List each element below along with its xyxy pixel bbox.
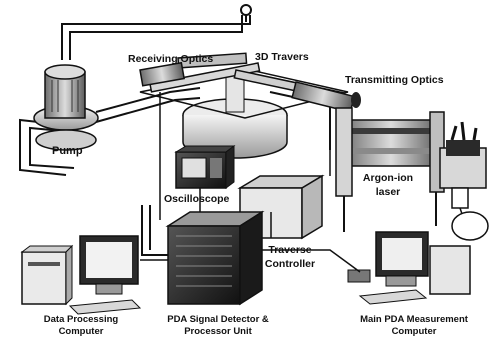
label-pump: Pump: [52, 146, 83, 157]
fiber-coupler-icon: [440, 122, 488, 240]
label-transmitting-optics: Transmitting Optics: [345, 75, 444, 86]
label-main-pda-line1: Main PDA Measurement: [344, 315, 484, 325]
label-oscilloscope: Oscilloscope: [164, 194, 229, 205]
label-pda-detector-line1: PDA Signal Detector &: [152, 315, 284, 325]
label-data-processing-line2: Computer: [22, 327, 140, 337]
pump-icon: [34, 65, 98, 150]
label-data-processing-computer: Data Processing Computer: [22, 315, 140, 336]
label-data-processing-line1: Data Processing: [22, 315, 140, 325]
label-argon-ion-laser-line2: laser: [340, 187, 436, 198]
label-argon-ion-laser: Argon-ion laser: [340, 173, 436, 197]
data-processing-computer-icon: [22, 236, 140, 314]
label-traverse-controller-line2: Controller: [254, 259, 326, 270]
label-main-pda-computer: Main PDA Measurement Computer: [344, 315, 484, 336]
label-3d-traverse: 3D Travers: [255, 52, 309, 63]
label-main-pda-line2: Computer: [344, 327, 484, 337]
oscilloscope-icon: [176, 146, 234, 188]
label-receiving-optics: Receiving Optics: [128, 54, 213, 65]
label-traverse-controller-line1: Traverse: [254, 245, 326, 256]
argon-ion-laser-icon: [336, 108, 444, 232]
main-pda-computer-icon: [348, 232, 470, 304]
label-traverse-controller: Traverse Controller: [254, 245, 326, 269]
label-pda-detector-line2: Processor Unit: [152, 327, 284, 337]
label-pda-detector-processor: PDA Signal Detector & Processor Unit: [152, 315, 284, 336]
pda-processor-unit-icon: [168, 212, 262, 304]
label-argon-ion-laser-line1: Argon-ion: [340, 173, 436, 184]
